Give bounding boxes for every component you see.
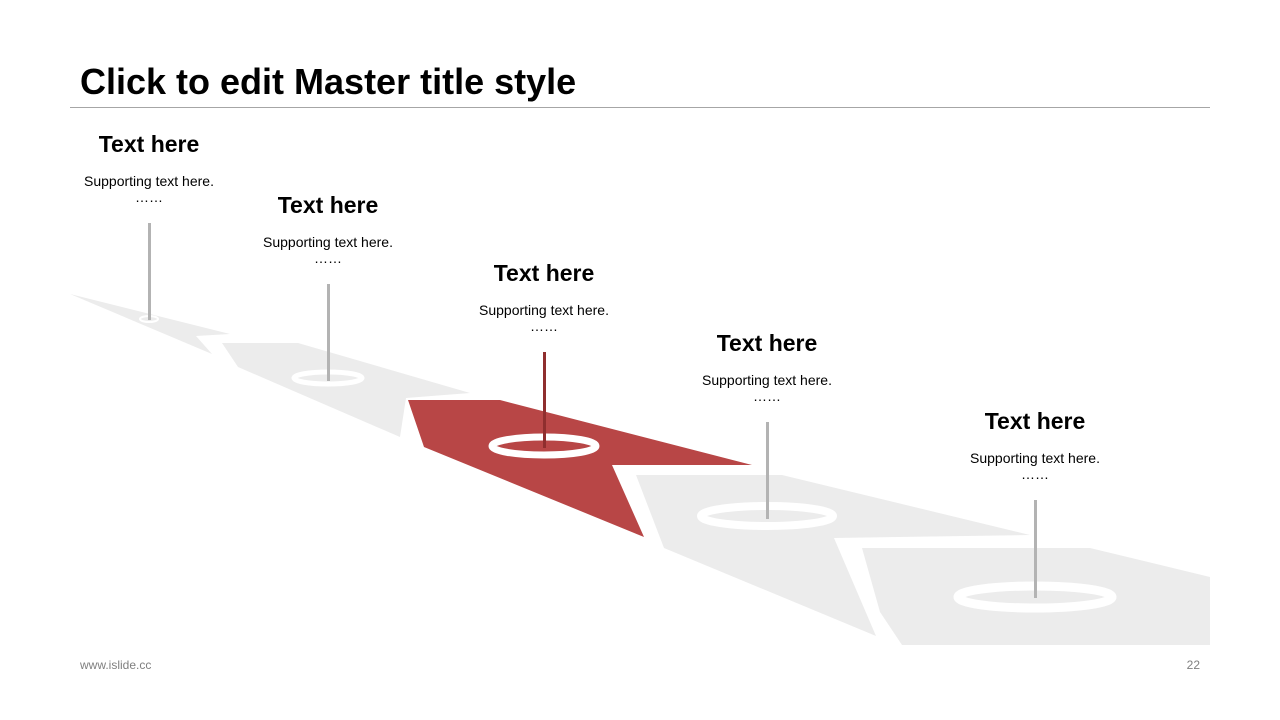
step-supporting-text[interactable]: Supporting text here. [84, 173, 214, 189]
track-segment-2 [222, 343, 470, 437]
step-supporting-text[interactable]: Supporting text here. [263, 234, 393, 250]
step-ellipsis: …… [753, 388, 781, 404]
step-supporting-text[interactable]: Supporting text here. [970, 450, 1100, 466]
step-label-4: Text here Supporting text here. …… [657, 329, 877, 403]
pin-3 [543, 352, 546, 448]
step-ellipsis: …… [314, 250, 342, 266]
track-segment-4 [636, 475, 1030, 636]
track-segment-1 [70, 294, 230, 354]
step-heading[interactable]: Text here [277, 192, 379, 218]
pin-5 [1034, 500, 1037, 598]
step-label-5: Text here Supporting text here. …… [925, 407, 1145, 481]
pin-2 [327, 284, 330, 381]
step-ellipsis: …… [135, 189, 163, 205]
step-label-3: Text here Supporting text here. …… [434, 259, 654, 333]
pin-1 [148, 223, 151, 320]
page-number: 22 [1186, 658, 1200, 672]
track-segment-3 [408, 400, 752, 537]
step-label-2: Text here Supporting text here. …… [218, 191, 438, 265]
step-heading[interactable]: Text here [716, 330, 818, 356]
footer-website: www.islide.cc [80, 658, 152, 672]
step-heading[interactable]: Text here [984, 408, 1086, 434]
slide-title[interactable]: Click to edit Master title style [80, 61, 577, 102]
step-label-1: Text here Supporting text here. …… [39, 130, 259, 204]
step-ellipsis: …… [530, 318, 558, 334]
step-ellipsis: …… [1021, 466, 1049, 482]
pin-4 [766, 422, 769, 519]
title-divider [70, 107, 1210, 108]
step-heading[interactable]: Text here [493, 260, 595, 286]
step-heading[interactable]: Text here [98, 131, 200, 157]
step-supporting-text[interactable]: Supporting text here. [702, 372, 832, 388]
step-supporting-text[interactable]: Supporting text here. [479, 302, 609, 318]
